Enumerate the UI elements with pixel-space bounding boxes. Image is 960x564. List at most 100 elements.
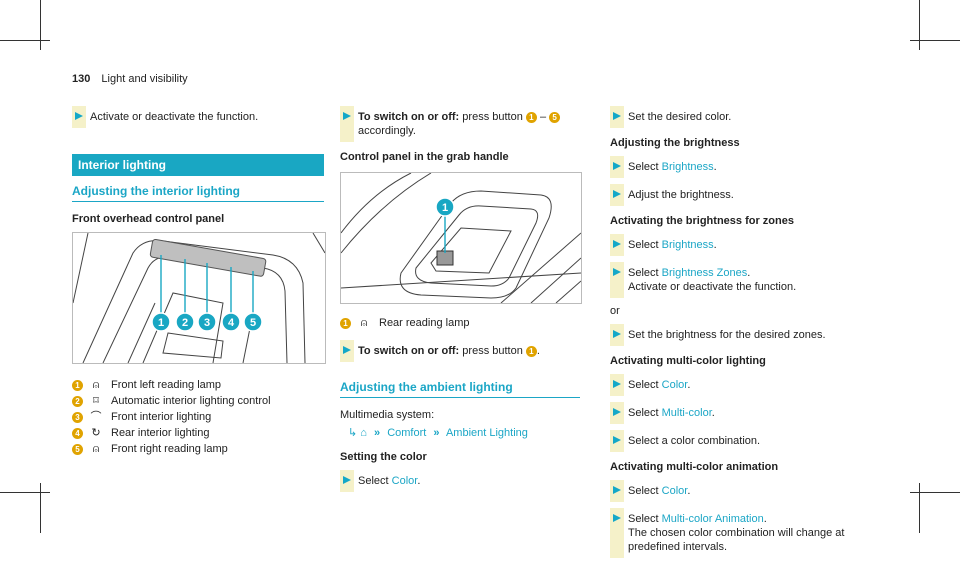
crop-mark: [0, 492, 50, 493]
step: Activate or deactivate the function.: [72, 106, 324, 128]
step: Select Brightness.: [610, 156, 850, 178]
menu-path-item: Comfort: [387, 427, 427, 439]
number-badge: 5: [72, 443, 83, 455]
svg-text:5: 5: [250, 317, 256, 329]
step: Select Color.: [340, 470, 580, 492]
step-text: Activate or deactivate the function.: [628, 281, 797, 293]
step-arrow-icon: [613, 190, 621, 198]
step-text: .: [713, 161, 717, 173]
step: To switch on or off: press button 1.: [340, 340, 580, 362]
step-text: .: [713, 239, 717, 251]
list-item: 4 ↻ Rear interior lighting: [72, 426, 324, 440]
menu-link: Brightness: [661, 161, 714, 173]
step-text: press button: [459, 345, 526, 357]
svg-text:2: 2: [182, 317, 188, 329]
legend-label: Rear interior lighting: [111, 427, 210, 439]
list-item: 3 ⌒ Front interior lighting: [72, 410, 324, 424]
step-text: Select a color combination.: [628, 435, 761, 447]
step-text: .: [687, 379, 691, 391]
list-item: 1 ⍝ Front left reading lamp: [72, 378, 324, 392]
step-text: .: [687, 485, 691, 497]
figure-callout: 5: [243, 312, 263, 332]
step-text: Select: [628, 379, 662, 391]
step-text: Select: [628, 161, 662, 173]
step: Select Brightness Zones. Activate or dea…: [610, 262, 850, 298]
front-interior-icon: ⌒: [90, 411, 102, 423]
step-text: Select: [358, 475, 392, 487]
menu-link: Color: [661, 379, 688, 391]
number-badge: 4: [72, 427, 83, 439]
list-item: 1 ⍝ Rear reading lamp: [340, 316, 580, 330]
crop-mark: [910, 40, 960, 41]
legend-label: Front right reading lamp: [111, 443, 228, 455]
step: Select Color.: [610, 480, 850, 502]
step-arrow-icon: [613, 436, 621, 444]
figure-callout: 1: [435, 197, 455, 217]
step: Select Brightness.: [610, 234, 850, 256]
step-bold: To switch on or off:: [358, 111, 460, 123]
crop-mark: [919, 0, 920, 50]
multimedia-label: Multimedia system:: [340, 409, 435, 421]
step-text: The chosen color combination will change…: [628, 527, 845, 553]
menu-path: ↳ ⌂ » Comfort » Ambient Lighting: [340, 426, 580, 440]
step: To switch on or off: press button 1 – 5 …: [340, 106, 580, 142]
svg-text:1: 1: [442, 202, 448, 214]
grab-handle-illustration: 1: [341, 173, 581, 303]
subheading: Adjusting the ambient lighting: [340, 380, 580, 398]
legend-label: Front left reading lamp: [111, 379, 222, 391]
page-number: 130: [72, 73, 91, 85]
front-reading-lamp-icon: ⍝: [92, 443, 100, 455]
number-badge: 2: [72, 395, 83, 407]
heading: Control panel in the grab handle: [340, 151, 509, 163]
menu-path-item: Ambient Lighting: [445, 427, 528, 439]
figure-callout: 4: [221, 312, 241, 332]
step-text: Select: [628, 407, 662, 419]
home-icon: ⌂: [360, 427, 367, 439]
legend-list: 1 ⍝ Front left reading lamp 2 ⌑ Automati…: [72, 378, 324, 456]
subheading: Adjusting the interior lighting: [72, 184, 324, 202]
number-badge: 5: [549, 111, 561, 123]
menu-link: Color: [661, 485, 688, 497]
heading: Front overhead control panel: [72, 213, 225, 225]
step-text: Adjust the brightness.: [628, 189, 734, 201]
step: Select Multi-color.: [610, 402, 850, 424]
list-item: 5 ⍝ Front right reading lamp: [72, 442, 324, 456]
legend-label: Rear reading lamp: [379, 317, 470, 329]
step-arrow-icon: [613, 162, 621, 170]
step-arrow-icon: [613, 112, 621, 120]
step-text: .: [711, 407, 715, 419]
rear-reading-lamp-icon: ⍝: [360, 317, 368, 329]
step-text: press button: [459, 111, 526, 123]
overhead-panel-figure: 1 2 3 4 5: [72, 232, 326, 364]
step-arrow-icon: [75, 112, 83, 120]
step-arrow-icon: [613, 240, 621, 248]
number-badge: 3: [72, 411, 83, 423]
front-reading-lamp-icon: ⍝: [92, 379, 100, 391]
step: Set the desired color.: [610, 106, 850, 128]
heading: Activating the brightness for zones: [610, 215, 794, 227]
step: Adjust the brightness.: [610, 184, 850, 206]
figure-callout: 3: [197, 312, 217, 332]
section-title: Light and visibility: [101, 73, 188, 85]
step-arrow-icon: [613, 268, 621, 276]
step-text: .: [417, 475, 421, 487]
number-badge: 1: [72, 379, 83, 391]
menu-link: Multi-color Animation: [661, 513, 764, 525]
page-header: 130 Light and visibility: [72, 73, 188, 85]
list-item: 2 ⌑ Automatic interior lighting control: [72, 394, 324, 408]
step-text: –: [536, 111, 550, 123]
step: Select Color.: [610, 374, 850, 396]
step-text: Set the desired color.: [628, 111, 732, 123]
step: Set the brightness for the desired zones…: [610, 324, 850, 346]
svg-text:4: 4: [228, 317, 235, 329]
crop-mark: [40, 483, 41, 533]
heading: Activating multi-color animation: [610, 461, 779, 473]
step-text: Select: [628, 485, 662, 497]
step-text: Activate or deactivate the function.: [90, 111, 259, 123]
menu-link: Color: [391, 475, 418, 487]
crop-mark: [910, 492, 960, 493]
step-arrow-icon: [343, 112, 351, 120]
section-bar: Interior lighting: [72, 154, 324, 176]
column-1: Activate or deactivate the function. Int…: [72, 100, 326, 458]
step-bold: To switch on or off:: [358, 345, 460, 357]
